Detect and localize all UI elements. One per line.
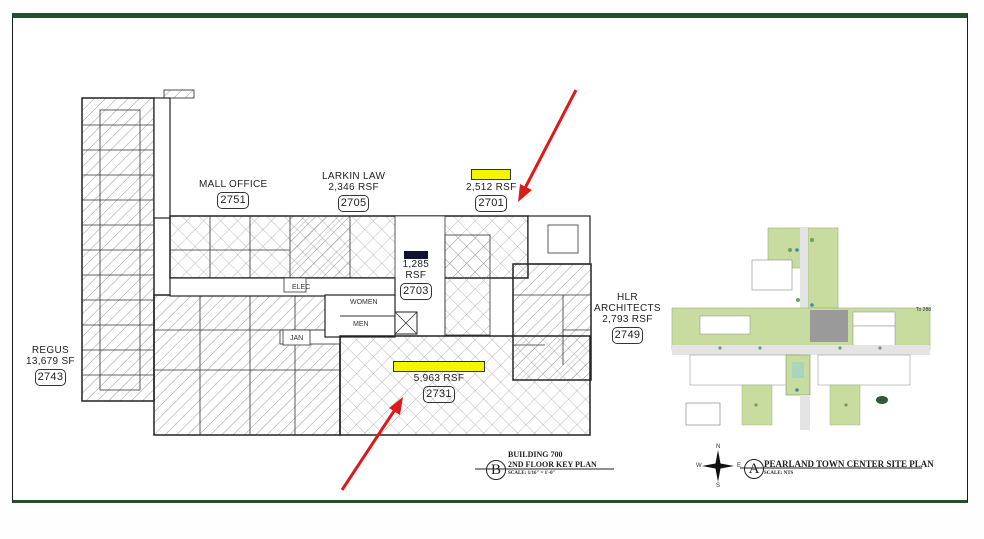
room-elec: ELEC xyxy=(292,284,311,291)
suite-2701-label: 2,512 RSF 2701 xyxy=(466,169,517,212)
suite-number[interactable]: 2701 xyxy=(475,195,508,212)
suite-area: 1,285 xyxy=(402,259,430,270)
site-plan-title: PEARLAND TOWN CENTER SITE PLAN xyxy=(764,459,934,469)
suite-2705-label: LARKIN LAW 2,346 RSF 2705 xyxy=(322,171,385,212)
suite-number[interactable]: 2751 xyxy=(217,192,250,209)
highlight-bar xyxy=(393,361,485,372)
suite-area: 2,346 RSF xyxy=(328,182,379,193)
suite-number[interactable]: 2743 xyxy=(34,369,67,386)
suite-2731-area xyxy=(339,335,591,436)
suite-2751-label: MALL OFFICE 2751 xyxy=(199,179,268,209)
suite-2703-label: 1,285 RSF 2703 xyxy=(400,251,432,300)
room-women: WOMEN xyxy=(350,299,378,306)
room-men: MEN xyxy=(353,321,369,328)
building-name: BUILDING 700 xyxy=(508,450,563,459)
regus-wing xyxy=(81,89,195,402)
suite-area: 13,679 SF xyxy=(26,356,75,367)
redacted-bar xyxy=(403,251,428,259)
suite-area: 2,793 RSF xyxy=(602,314,653,325)
site-plan-letter: A xyxy=(744,459,764,479)
suite-number[interactable]: 2705 xyxy=(337,195,370,212)
compass-e: E xyxy=(737,463,742,469)
compass-s: S xyxy=(716,483,721,489)
tenant-name: REGUS xyxy=(31,345,69,356)
top-strip xyxy=(169,215,591,337)
restroom-core xyxy=(169,277,418,346)
room-jan: JAN xyxy=(290,335,304,342)
suite-area: 5,963 RSF xyxy=(413,373,465,384)
to-highway-label: To 288 xyxy=(916,307,932,313)
red-arrows xyxy=(340,89,578,491)
key-plan-title: 2ND FLOOR KEY PLAN xyxy=(508,460,597,469)
suite-2749-label: HLR ARCHITECTS 2,793 RSF 2749 xyxy=(594,292,661,344)
highlight-bar xyxy=(471,169,512,180)
site-plan-scale: SCALE: NTS xyxy=(764,471,794,476)
suite-2743-label: REGUS 13,679 SF 2743 xyxy=(26,345,75,386)
suite-number[interactable]: 2731 xyxy=(423,386,455,403)
compass-rose-icon xyxy=(702,450,734,482)
suite-area-unit: RSF xyxy=(405,270,427,281)
lower-left-block xyxy=(153,294,341,436)
compass-n: N xyxy=(716,444,721,450)
tenant-name: HLR xyxy=(617,292,638,303)
suite-number[interactable]: 2749 xyxy=(611,327,644,344)
suite-number[interactable]: 2703 xyxy=(400,283,432,300)
tenant-name-line2: ARCHITECTS xyxy=(594,303,661,314)
site-plan-map xyxy=(671,227,931,430)
key-plan-letter: B xyxy=(486,460,506,480)
tenant-name: LARKIN LAW xyxy=(322,171,386,182)
suite-2731-label: 5,963 RSF 2731 xyxy=(393,361,485,403)
suite-area: 2,512 RSF xyxy=(466,182,517,193)
tenant-name: MALL OFFICE xyxy=(199,179,268,190)
compass-w: W xyxy=(696,463,702,469)
key-plan-scale: SCALE: 1/16" = 1'-0" xyxy=(508,471,556,476)
